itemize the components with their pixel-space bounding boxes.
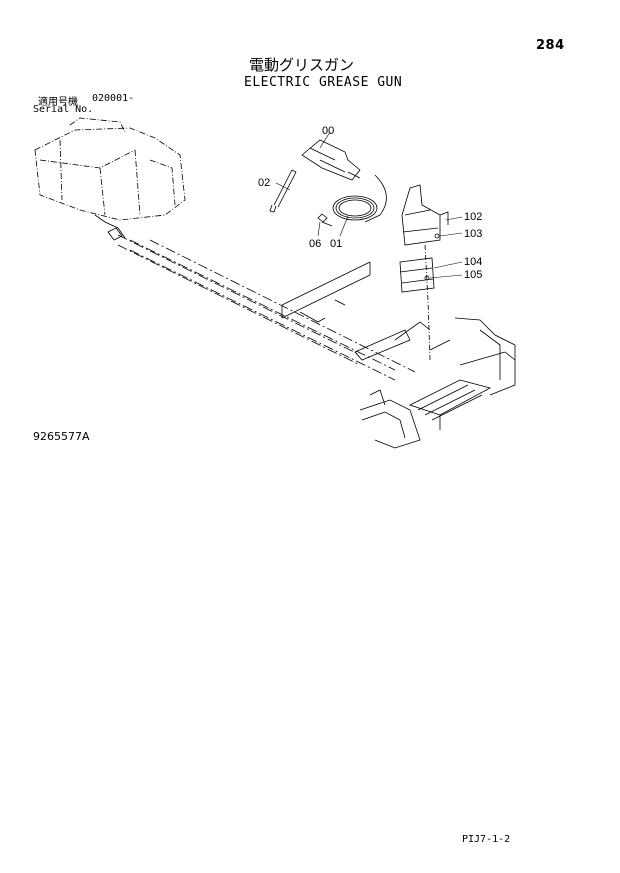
bracket-102-drawing — [401, 184, 449, 246]
title-japanese: 電動グリスガン — [249, 56, 355, 74]
page-code: PIJ7-1-2 — [462, 834, 511, 845]
clip-drawing — [317, 213, 333, 227]
engine-assembly-drawing — [34, 117, 186, 221]
upper-frame-drawing — [281, 261, 451, 361]
drawing-number: 9265577A — [33, 430, 90, 443]
callout-label: 02 — [258, 177, 270, 189]
frame-rails-drawing — [117, 234, 416, 381]
callout-label: 01 — [330, 238, 342, 250]
engine-hose-drawing — [94, 214, 126, 241]
leader-lines — [275, 131, 463, 279]
serial-label-japanese: 適用号機 — [38, 97, 78, 108]
page-number: 284 — [536, 38, 565, 53]
bolt-103-symbol — [434, 233, 440, 239]
bracket-mount-line — [424, 244, 431, 361]
callout-label: 103 — [464, 228, 482, 240]
grease-gun-drawing — [301, 139, 387, 223]
callout-label: 105 — [464, 269, 482, 281]
callout-label: 102 — [464, 211, 482, 223]
bracket-104-drawing — [399, 257, 435, 293]
title-english: ELECTRIC GREASE GUN — [244, 75, 403, 90]
hose-coil-drawing — [332, 195, 378, 221]
serial-number-value: 020001- — [92, 93, 135, 104]
callout-label: 00 — [322, 125, 334, 137]
step-handrail-drawing — [359, 389, 421, 449]
callout-label: 06 — [309, 238, 321, 250]
serial-label-english: Serial No. — [33, 104, 94, 115]
bolt-105-symbol — [424, 275, 430, 281]
callout-labels: 00 02 06 01 102 103 104 105 — [258, 125, 482, 281]
nozzle-drawing — [269, 169, 297, 213]
callout-label: 104 — [464, 256, 482, 268]
rear-frame-drawing — [408, 317, 516, 430]
